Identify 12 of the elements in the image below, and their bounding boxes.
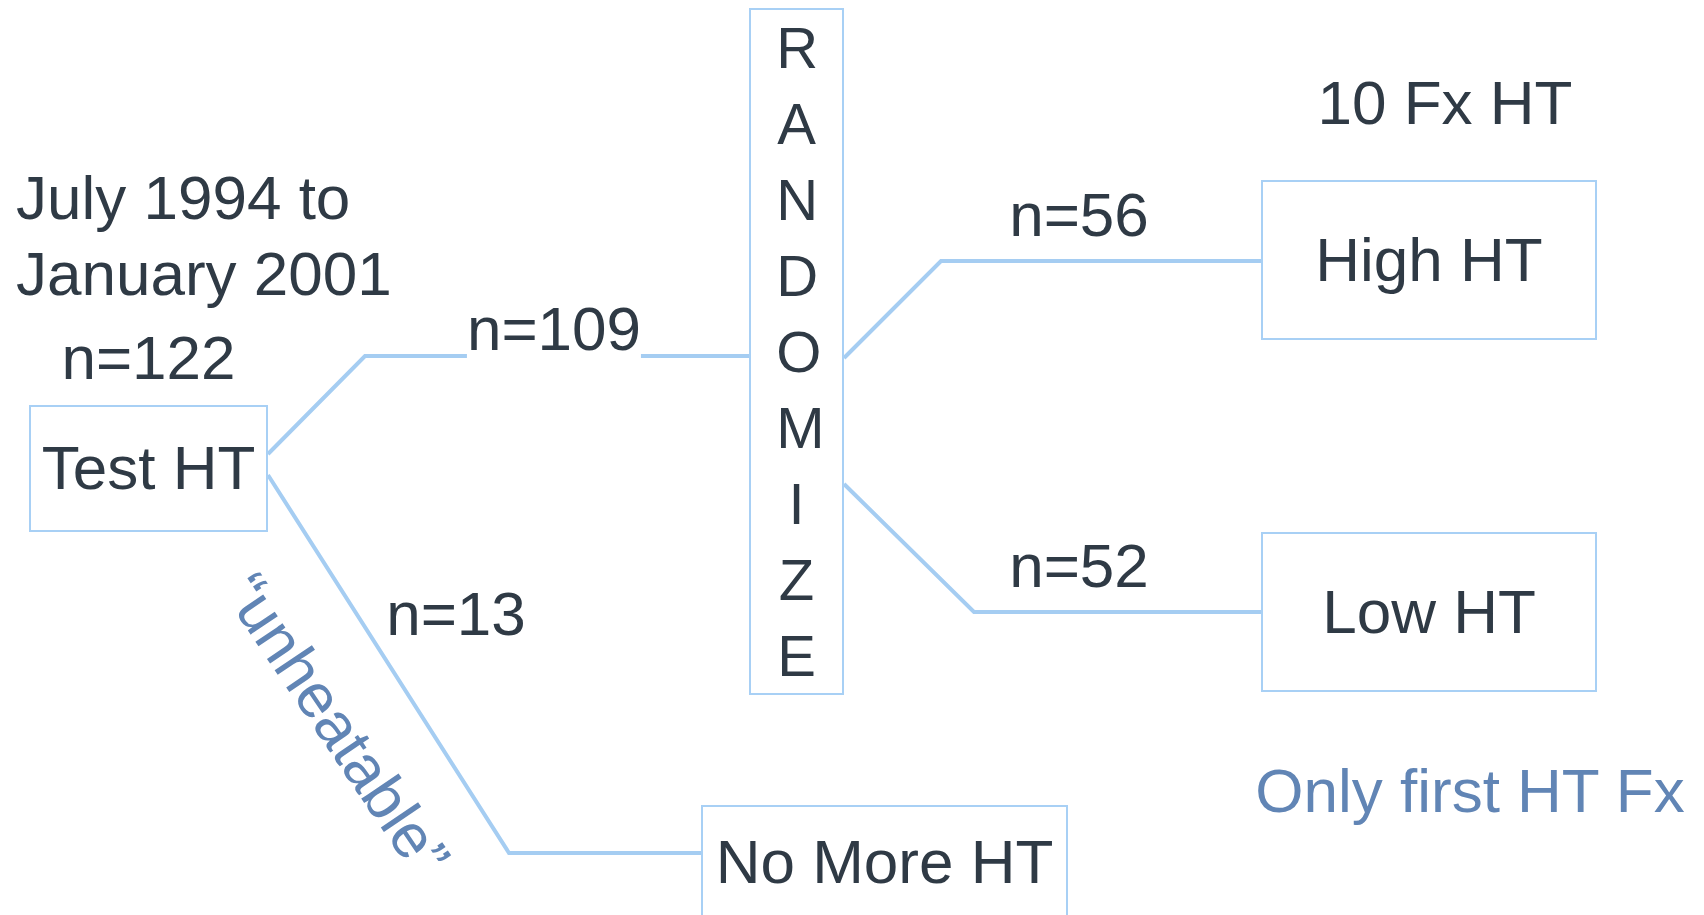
vertical-label: RANDOMIZE [775,13,835,690]
process-box [29,405,268,532]
heading-text: 10 Fx HT [1317,72,1573,134]
box-label: High HT [1315,225,1543,295]
box-label: Low HT [1322,577,1536,647]
process-box [701,805,1068,915]
node-caption: n=122 [60,322,237,394]
process-box [749,8,844,695]
box-label: No More HT [715,827,1054,897]
process-box [1261,180,1597,340]
box-label: Test HT [41,434,256,503]
process-box [1261,532,1597,692]
